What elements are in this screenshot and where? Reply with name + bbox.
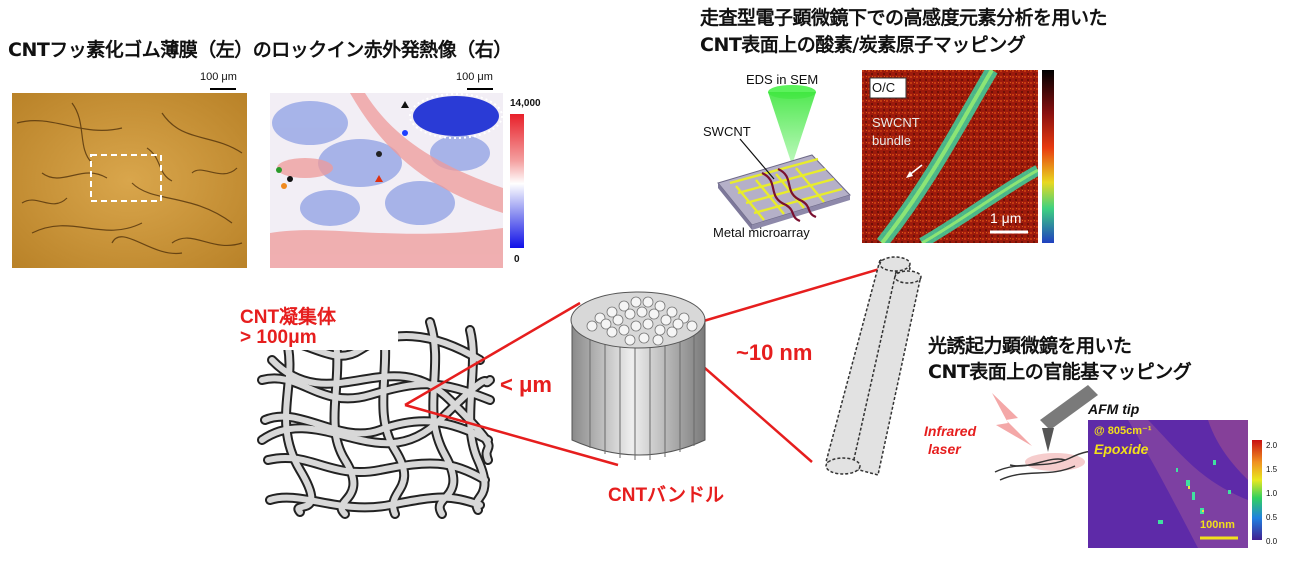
sub-micron-label: < μm — [500, 372, 552, 397]
infrared-label-1: Infrared — [924, 423, 977, 439]
oc-badge: O/C — [872, 80, 896, 95]
pifm-tick-1-5: 1.5 — [1266, 465, 1278, 474]
pifm-map-art — [1088, 420, 1248, 548]
afm-tip-label: AFM tip — [1088, 401, 1140, 417]
infrared-label-2: laser — [928, 441, 961, 457]
eds-label: EDS in SEM — [746, 72, 819, 87]
oc-map — [862, 66, 1041, 248]
pifm-colorbar-ticks: 2.0 1.5 1.0 0.5 0.0 — [1266, 434, 1277, 554]
pifm-tick-0-5: 0.5 — [1266, 513, 1278, 522]
bundle-caption: CNTバンドル — [608, 485, 724, 506]
oc-scale-label: 1 μm — [990, 210, 1022, 226]
epoxide-label: Epoxide — [1094, 441, 1149, 457]
pifm-title-line1: 光誘起力顕微鏡を用いた — [928, 335, 1132, 357]
pifm-tick-2-0: 2.0 — [1266, 441, 1278, 450]
optical-image — [12, 93, 247, 268]
sem-title-line2: CNT表面上の酸素/炭素原子マッピング — [700, 34, 1026, 56]
colorbar-min-label: 0 — [514, 254, 520, 265]
pifm-tick-1-0: 1.0 — [1266, 489, 1278, 498]
optical-scale-bar — [210, 88, 236, 90]
afm-illustration — [992, 385, 1111, 481]
pifm-map — [1088, 420, 1248, 548]
thermal-scale-label: 100 μm — [456, 71, 493, 83]
pifm-scale-label: 100nm — [1200, 519, 1235, 531]
pifm-title-line2: CNT表面上の官能基マッピング — [928, 361, 1192, 383]
pifm-colorbar — [1252, 440, 1262, 540]
thermal-colorbar — [510, 114, 524, 248]
aggregate-label-line1: CNT凝集体 — [240, 307, 337, 328]
optical-image-art — [12, 93, 247, 268]
eds-schematic-art — [717, 85, 851, 230]
ten-nm-label: ~10 nm — [736, 340, 813, 365]
array-label: Metal microarray — [713, 225, 810, 240]
wavenumber-label: @ 805cm⁻¹ — [1094, 425, 1152, 437]
colorbar-max-label: 14,000 — [510, 98, 541, 109]
eds-schematic — [700, 65, 860, 245]
swcnt-label: SWCNT — [703, 124, 751, 139]
zoom-lines — [404, 263, 894, 467]
bundle-label-2: bundle — [872, 133, 912, 148]
thermal-scale-bar — [467, 88, 493, 90]
lockin-title: CNTフッ素化ゴム薄膜（左）のロックイン赤外発熱像（右） — [8, 39, 512, 61]
thermal-image — [270, 93, 503, 268]
pifm-tick-0-0: 0.0 — [1266, 537, 1278, 546]
single-cnts — [825, 256, 922, 476]
oc-map-art — [862, 66, 1041, 248]
thermal-image-art — [270, 93, 503, 268]
optical-scale-label: 100 μm — [200, 71, 237, 83]
oc-colorbar — [1042, 70, 1054, 243]
sem-title-line1: 走査型電子顕微鏡下での高感度元素分析を用いた — [700, 7, 1108, 29]
cnt-bundle — [570, 291, 706, 460]
bundle-label-1: SWCNT — [872, 115, 920, 130]
aggregate-label-line2: > 100μm — [240, 327, 317, 348]
